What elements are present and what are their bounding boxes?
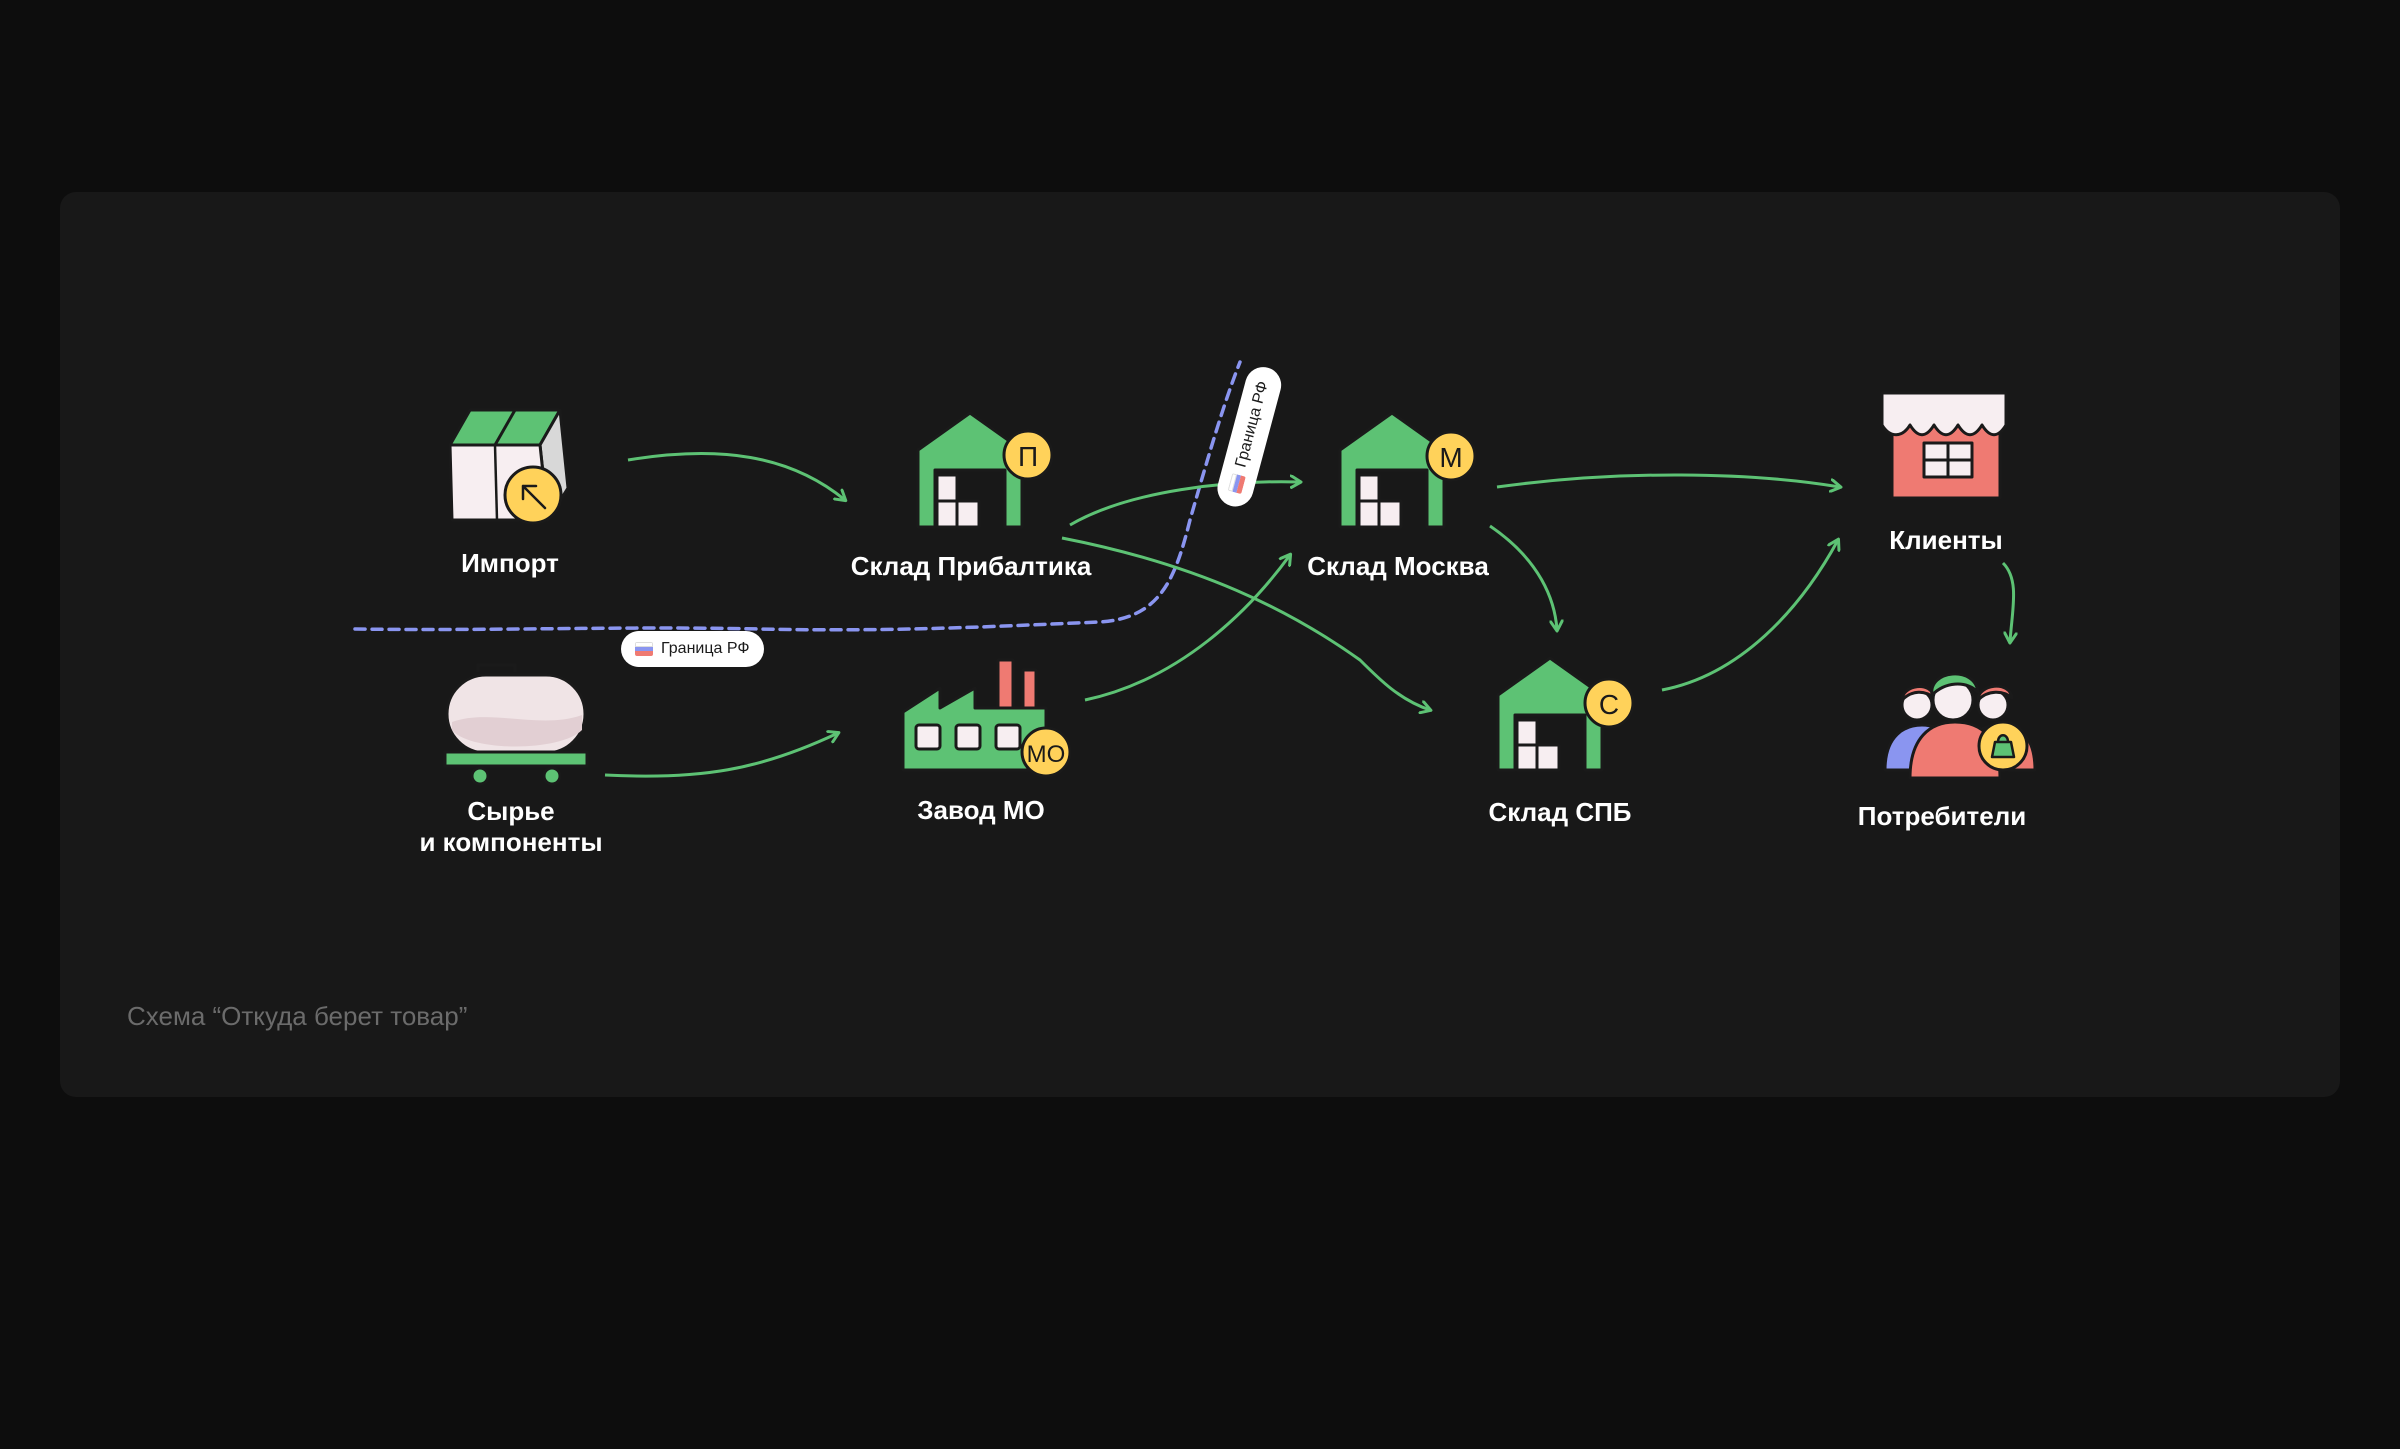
label-warehouse-moscow: Склад Москва [1307,551,1489,581]
arrow-moscow-clients [1496,473,1840,487]
arrow-import-baltic [627,452,845,500]
label-consumers: Потребители [1857,801,2027,831]
label-warehouse-baltic: Склад Прибалтика [850,551,1092,581]
russian-flag-icon [1227,473,1246,495]
warehouse-moscow-icon [1338,411,1477,529]
arrow-factory-moscow [1084,555,1290,702]
badge-baltic: П [1018,441,1038,472]
import-box-icon [448,408,570,525]
arrow-moscow-spb [1489,524,1557,630]
factory-icon [901,658,1072,778]
border-line [353,360,1242,632]
diagram-card [60,192,2340,1097]
label-factory: Завод МО [917,795,1045,825]
warehouse-baltic-icon [916,411,1054,529]
label-raw-materials: Сырье и компоненты [419,796,603,857]
tank-cart-icon [443,663,589,786]
shop-icon [1880,391,2008,500]
diagram-caption: Схема “Откуда берет товар” [127,1001,468,1031]
label-clients: Клиенты [1889,525,2003,555]
russian-flag-icon [635,642,653,656]
badge-spb: С [1599,689,1619,720]
consumers-icon [1883,672,2037,780]
badge-moscow: М [1439,442,1462,473]
border-label-text: Граница РФ [661,640,750,657]
label-warehouse-spb: Склад СПБ [1488,797,1632,827]
arrow-raw-factory [604,733,838,778]
arrow-baltic-moscow [1069,482,1300,527]
warehouse-spb-icon [1496,656,1635,772]
arrow-baltic-spb [1061,536,1430,710]
arrow-spb-clients [1661,540,1838,692]
border-label-horizontal: Граница РФ [621,631,764,667]
badge-factory: МО [1027,741,1066,768]
label-import: Импорт [461,548,559,578]
arrow-clients-consumers [2001,561,2014,642]
